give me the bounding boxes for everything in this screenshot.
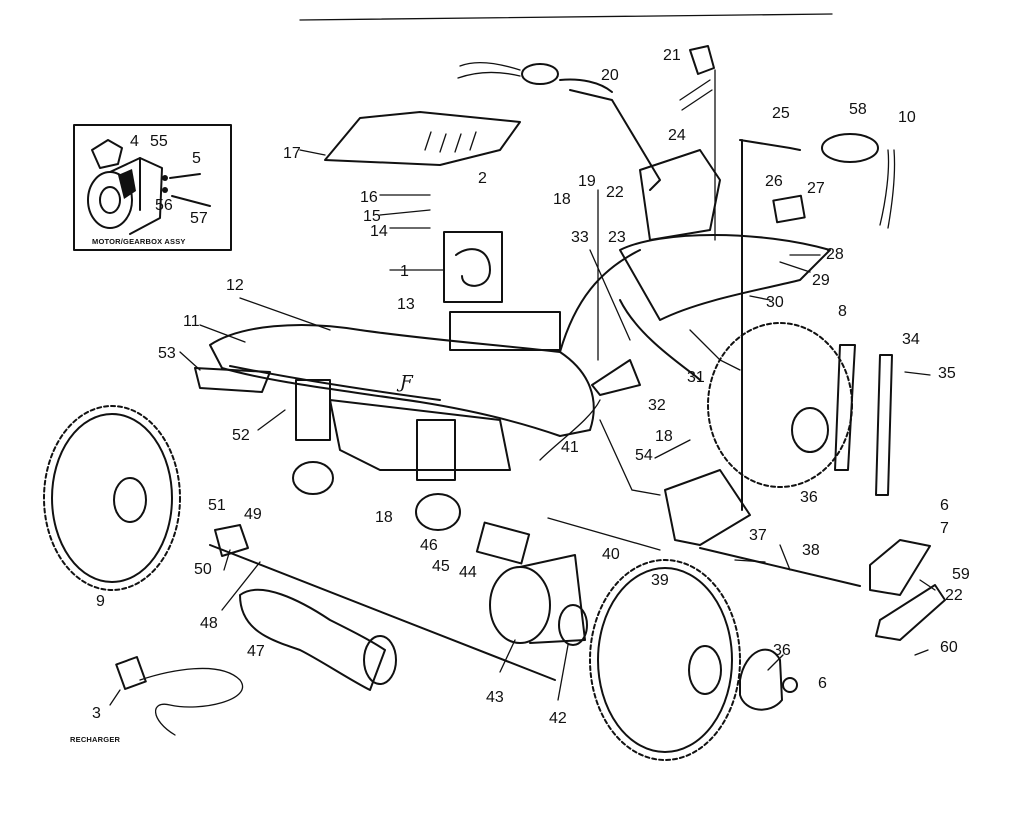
callout-13: 13: [397, 296, 415, 313]
callout-34: 34: [902, 331, 920, 348]
callout-31: 31: [687, 369, 705, 386]
front-wheel: [707, 322, 893, 496]
recharger-drawing: RECHARGER: [70, 656, 244, 744]
callout-45: 45: [432, 558, 450, 575]
callout-17: 17: [283, 145, 301, 162]
recharger-caption: RECHARGER: [70, 735, 121, 744]
callout-4: 4: [130, 133, 139, 150]
callout-46: 46: [420, 537, 438, 554]
callout-28: 28: [826, 246, 844, 263]
callout-16: 16: [360, 189, 378, 206]
callout-6-bottom: 6: [818, 675, 827, 692]
callout-labels: 4 55 5 56 57 17 2 16 15 14 1 13 12 11 53…: [92, 47, 970, 727]
callout-12: 12: [226, 277, 244, 294]
callout-58: 58: [849, 101, 867, 118]
callout-52: 52: [232, 427, 250, 444]
callout-51: 51: [208, 497, 226, 514]
callout-36-right: 36: [800, 489, 818, 506]
callout-56: 56: [155, 197, 173, 214]
top-rule: [299, 13, 833, 21]
inset-motor-drawing: [87, 139, 211, 235]
callout-6-right: 6: [940, 497, 949, 514]
callout-23: 23: [608, 229, 626, 246]
callout-35: 35: [938, 365, 956, 382]
callout-7: 7: [940, 520, 949, 537]
callout-53: 53: [158, 345, 176, 362]
callout-57: 57: [190, 210, 208, 227]
inset-caption: MOTOR/GEARBOX ASSY: [92, 237, 186, 246]
callout-5: 5: [192, 150, 201, 167]
front-wheel-foreground: [589, 559, 798, 761]
callout-14: 14: [370, 223, 388, 240]
motor-gearbox-inset: MOTOR/GEARBOX ASSY: [73, 124, 232, 251]
callout-49: 49: [244, 506, 262, 523]
callout-54: 54: [635, 447, 653, 464]
callout-33: 33: [571, 229, 589, 246]
steering-assembly: [457, 45, 896, 511]
callout-19: 19: [578, 173, 596, 190]
leader-lines: [109, 69, 936, 706]
callout-37: 37: [749, 527, 767, 544]
callout-43: 43: [486, 689, 504, 706]
callout-29: 29: [812, 272, 830, 289]
svg-text:Ƒ: Ƒ: [396, 372, 414, 393]
callout-25: 25: [772, 105, 790, 122]
callout-47: 47: [247, 643, 265, 660]
callout-42: 42: [549, 710, 567, 727]
callout-24: 24: [668, 127, 686, 144]
callout-38: 38: [802, 542, 820, 559]
body-shell: Ƒ: [194, 111, 641, 531]
callout-40: 40: [602, 546, 620, 563]
callout-55: 55: [150, 133, 168, 150]
callout-32: 32: [648, 397, 666, 414]
callout-44: 44: [459, 564, 477, 581]
callout-50: 50: [194, 561, 212, 578]
callout-26: 26: [765, 173, 783, 190]
callout-1: 1: [400, 263, 409, 280]
callout-27: 27: [807, 180, 825, 197]
callout-59: 59: [952, 566, 970, 583]
callout-18-low: 18: [375, 509, 393, 526]
callout-10: 10: [898, 109, 916, 126]
callout-48: 48: [200, 615, 218, 632]
callout-15: 15: [363, 208, 381, 225]
callout-9: 9: [96, 593, 105, 610]
callout-18-top: 18: [553, 191, 571, 208]
callout-22-right: 22: [945, 587, 963, 604]
callout-20: 20: [601, 67, 619, 84]
callout-11: 11: [183, 313, 200, 330]
callout-36-bottom: 36: [773, 642, 791, 659]
callout-30: 30: [766, 294, 784, 311]
callout-3: 3: [92, 705, 101, 722]
callout-41: 41: [561, 439, 579, 456]
drivetrain: [209, 329, 946, 691]
callout-22-top: 22: [606, 184, 624, 201]
callout-8: 8: [838, 303, 847, 320]
callout-2: 2: [478, 170, 487, 187]
callout-18-mid: 18: [655, 428, 673, 445]
callout-60: 60: [940, 639, 958, 656]
callout-21: 21: [663, 47, 681, 64]
callout-39: 39: [651, 572, 669, 589]
rear-wheel-left: [43, 405, 181, 591]
